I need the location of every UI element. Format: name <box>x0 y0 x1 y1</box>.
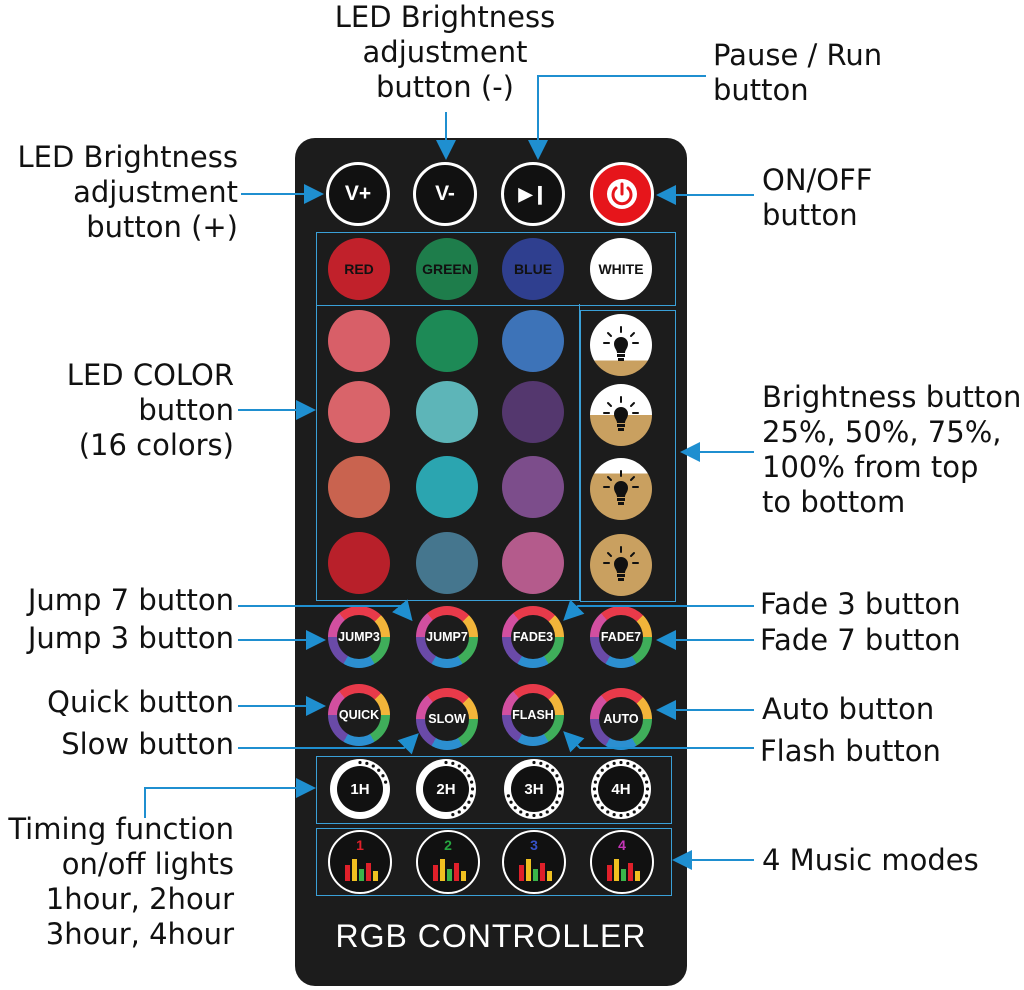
auto-text: AUTO <box>603 712 639 726</box>
jump7-label: Jump 7 button <box>27 583 234 617</box>
volume-up-button[interactable]: V+ <box>326 162 390 226</box>
equalizer-icon: 4 <box>607 837 640 881</box>
fade7-button[interactable]: FADE7 <box>590 606 652 668</box>
fade7-text: FADE7 <box>600 630 642 644</box>
flash-label: Flash button <box>760 734 941 768</box>
power-icon <box>607 179 637 209</box>
leader-timing <box>144 778 316 818</box>
color-button[interactable] <box>328 381 390 443</box>
led-color-label: LED COLOR button (16 colors) <box>66 358 234 462</box>
color-button[interactable] <box>502 310 564 372</box>
bulb-icon <box>603 326 639 361</box>
color-button[interactable] <box>416 381 478 443</box>
svg-text:2: 2 <box>444 837 452 853</box>
music-1-button[interactable]: 1 <box>328 830 392 894</box>
remote-title: RGB CONTROLLER <box>335 918 647 954</box>
color-button[interactable] <box>328 456 390 518</box>
color-button[interactable] <box>416 310 478 372</box>
quick-text: QUICK <box>338 708 380 722</box>
quick-button[interactable]: QUICK <box>328 684 390 746</box>
slow-button[interactable]: SLOW <box>416 688 478 750</box>
timer-dots <box>506 760 563 818</box>
leader-jump7 <box>238 599 413 622</box>
slow-label: Slow button <box>61 727 234 761</box>
equalizer-icon: 2 <box>433 837 466 881</box>
red-button[interactable]: RED <box>328 238 390 300</box>
on-off-label: ON/OFF button <box>762 163 873 232</box>
svg-text:1: 1 <box>356 837 364 853</box>
volume-down-button[interactable]: V- <box>413 162 477 226</box>
color-button[interactable] <box>328 310 390 372</box>
brightness-75-button[interactable] <box>590 458 652 520</box>
jump7-button[interactable]: JUMP7 <box>416 606 478 668</box>
pause-run-label: Pause / Run button <box>713 38 883 107</box>
leader-fade3 <box>563 599 754 621</box>
power-button[interactable] <box>590 162 654 226</box>
brightness-100-button[interactable] <box>590 534 652 596</box>
auto-button[interactable]: AUTO <box>590 688 652 750</box>
music-panel-frame <box>316 828 672 896</box>
timer-3h-text: 3H <box>524 780 544 798</box>
fade3-label: Fade 3 button <box>760 587 961 621</box>
auto-label: Auto button <box>762 692 935 726</box>
jump3-button[interactable]: JUMP3 <box>328 606 390 668</box>
leader-flash <box>563 731 754 753</box>
fade7-label: Fade 7 button <box>760 623 961 657</box>
timer-panel-frame <box>316 756 672 824</box>
brightness-levels-label: Brightness button 25%, 50%, 75%, 100% fr… <box>762 380 1022 519</box>
quick-label: Quick button <box>47 685 234 719</box>
svg-text:4: 4 <box>618 837 626 853</box>
green-button[interactable]: GREEN <box>416 238 478 300</box>
jump3-label: Jump 3 button <box>27 621 234 655</box>
fade3-text: FADE3 <box>512 630 554 644</box>
color-button[interactable] <box>502 456 564 518</box>
color-button[interactable] <box>416 532 478 594</box>
blue-button[interactable]: BLUE <box>502 238 564 300</box>
bulb-icon <box>603 470 639 505</box>
equalizer-icon: 1 <box>345 837 378 881</box>
color-button[interactable] <box>328 532 390 594</box>
music-3-button[interactable]: 3 <box>502 830 566 894</box>
equalizer-icon: 3 <box>519 837 552 881</box>
brightness-panel-frame <box>580 310 676 602</box>
color-button[interactable] <box>502 532 564 594</box>
play-pause-button[interactable]: ▶❙ <box>501 162 565 226</box>
music-2-button[interactable]: 2 <box>416 830 480 894</box>
flash-button[interactable]: FLASH <box>502 684 564 746</box>
bulb-icon <box>603 396 639 431</box>
timer-3h-button[interactable]: 3H <box>504 759 564 819</box>
color-button[interactable] <box>416 456 478 518</box>
flash-text: FLASH <box>512 708 554 722</box>
timer-dots <box>592 760 650 818</box>
color-panel-frame-lower <box>316 304 580 601</box>
brightness-plus-label: LED Brightness adjustment button (+) <box>17 140 238 244</box>
music-label: 4 Music modes <box>762 843 979 877</box>
timing-label: Timing function on/off lights 1hour, 2ho… <box>8 812 234 951</box>
brightness-50-button[interactable] <box>590 384 652 446</box>
timer-2h-button[interactable]: 2H <box>416 759 476 819</box>
bulb-icon <box>603 546 639 581</box>
brightness-25-button[interactable] <box>590 314 652 376</box>
fade3-button[interactable]: FADE3 <box>502 606 564 668</box>
timer-2h-text: 2H <box>436 780 456 798</box>
timer-4h-button[interactable]: 4H <box>591 759 651 819</box>
jump3-text: JUMP3 <box>338 630 380 644</box>
white-button[interactable]: WHITE <box>590 238 652 300</box>
timer-4h-text: 4H <box>611 780 631 798</box>
timer-1h-text: 1H <box>350 780 370 798</box>
timer-dots <box>444 760 475 817</box>
brightness-minus-label: LED Brightness adjustment button (-) <box>334 0 556 104</box>
leader-pause-run <box>528 75 706 160</box>
color-panel-frame <box>316 232 676 306</box>
leader-slow <box>238 733 419 755</box>
slow-text: SLOW <box>428 712 466 726</box>
timer-1h-button[interactable]: 1H <box>330 759 390 819</box>
timer-dots <box>358 760 388 784</box>
svg-text:3: 3 <box>530 837 538 853</box>
color-button[interactable] <box>502 381 564 443</box>
music-4-button[interactable]: 4 <box>590 830 654 894</box>
jump7-text: JUMP7 <box>426 630 468 644</box>
